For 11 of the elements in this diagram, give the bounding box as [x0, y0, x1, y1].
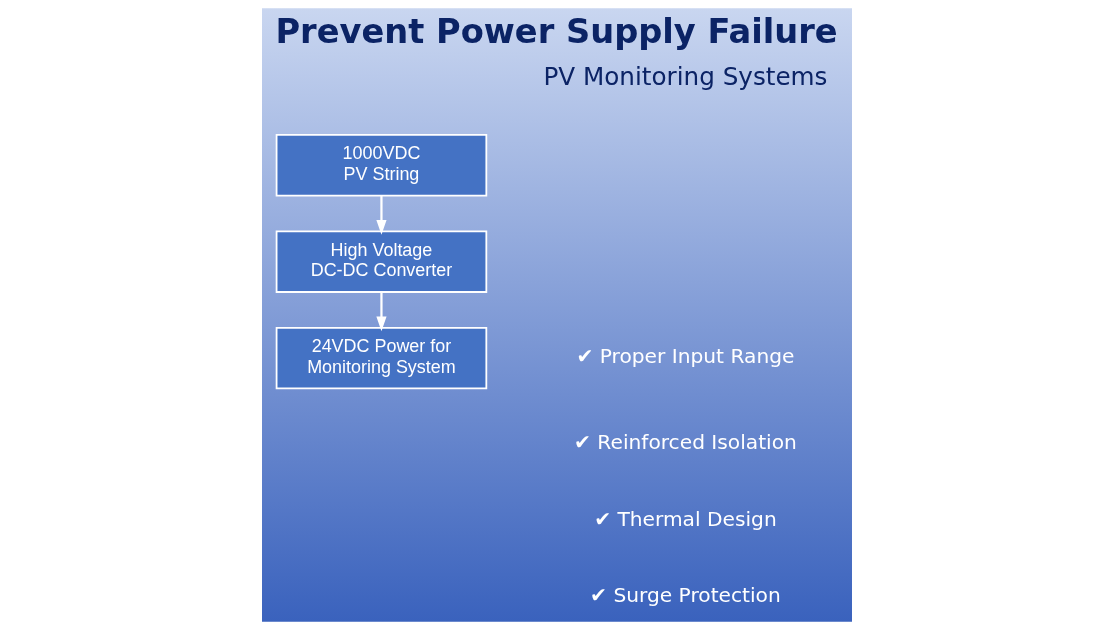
diagram-title: Prevent Power Supply Failure	[275, 11, 838, 51]
arrow	[376, 195, 387, 235]
label: PV Monitoring Systems	[543, 62, 828, 92]
node-box: 1000VDC PV String	[275, 134, 488, 197]
node-box: 24VDC Power for Monitoring System	[275, 327, 488, 390]
label: ✔ Surge Protection	[590, 583, 781, 608]
label: ✔ Thermal Design	[594, 506, 777, 531]
arrow	[376, 292, 387, 332]
label: ✔ Proper Input Range	[576, 344, 795, 369]
node-box: High Voltage DC-DC Converter	[275, 230, 488, 293]
label: ✔ Reinforced Isolation	[574, 430, 797, 455]
